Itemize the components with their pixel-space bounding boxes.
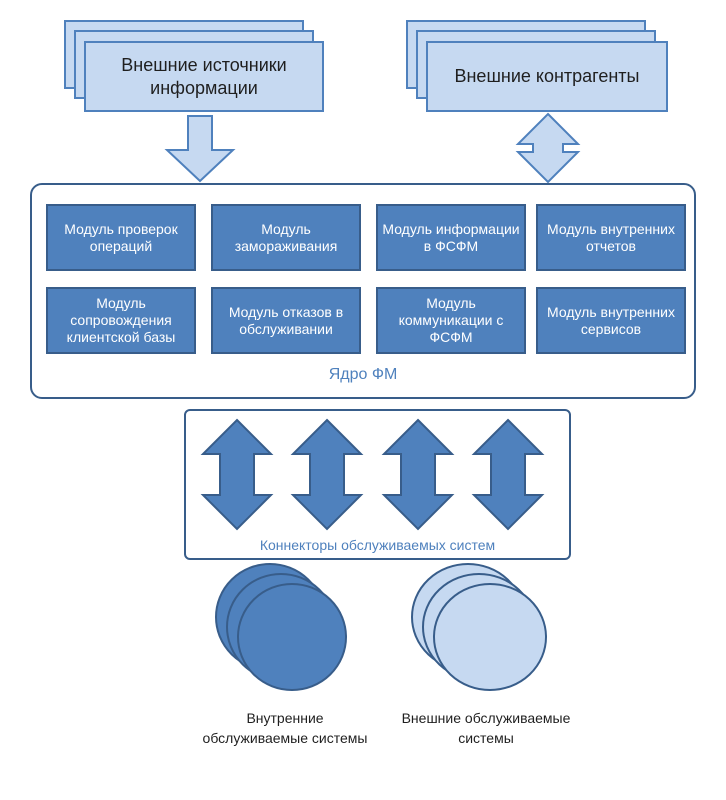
module-fsfm-communication: Модуль коммуникации с ФСФМ <box>376 287 526 354</box>
external-counterparties-box: Внешние контрагенты <box>426 41 668 112</box>
module-operations-check: Модуль проверок операций <box>46 204 196 271</box>
internal-systems-label: Внутренние обслуживаемые системы <box>202 710 368 746</box>
connectors-label: Коннекторы обслуживаемых систем <box>259 537 496 553</box>
double-arrow-icon <box>515 112 581 184</box>
module-internal-services: Модуль внутренних сервисов <box>536 287 686 354</box>
external-sources-label: Внешние источники информации <box>121 54 287 98</box>
external-counterparties-label: Внешние контрагенты <box>454 66 640 86</box>
module-freezing: Модуль замораживания <box>211 204 361 271</box>
module-internal-reports: Модуль внутренних отчетов <box>536 204 686 271</box>
external-systems-label: Внешние обслуживаемые системы <box>401 710 571 746</box>
down-arrow-icon <box>164 115 236 183</box>
connectors-container: Коннекторы обслуживаемых систем <box>184 409 571 560</box>
internal-systems-icon <box>215 563 347 691</box>
module-client-base-support: Модуль сопровождения клиентской базы <box>46 287 196 354</box>
external-sources-box: Внешние источники информации <box>84 41 324 112</box>
module-fsfm-information: Модуль информации в ФСФМ <box>376 204 526 271</box>
module-service-refusal: Модуль отказов в обслуживании <box>211 287 361 354</box>
external-systems-icon <box>411 563 547 691</box>
